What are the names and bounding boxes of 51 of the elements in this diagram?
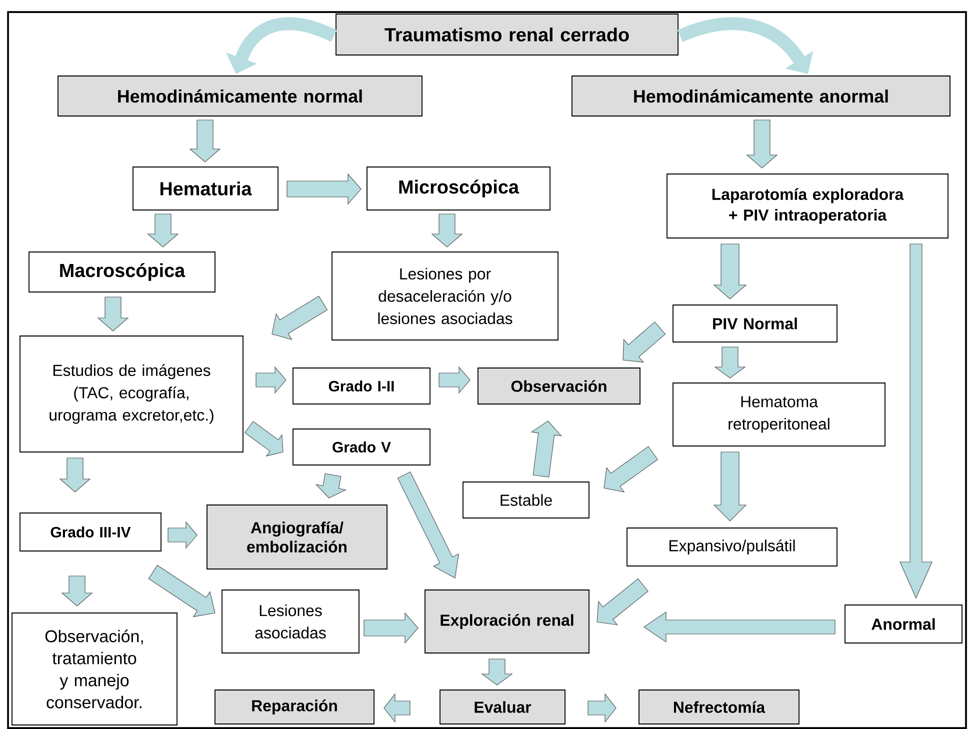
block-arrow — [364, 612, 418, 644]
highlighted-box: Angiografía/ embolización — [206, 504, 388, 570]
block-arrow — [714, 346, 746, 378]
step-box: Estudios de imágenes (TAC, ecografía, urograma excretor,etc.) — [20, 336, 244, 452]
step-box: Grado V — [292, 428, 430, 466]
step-box: Microscópica — [366, 166, 550, 210]
step-box: Lesiones asociadas — [222, 590, 360, 654]
block-arrow — [397, 472, 460, 578]
block-arrow — [596, 578, 648, 626]
highlighted-box: Exploración renal — [424, 590, 590, 654]
block-arrow — [286, 173, 362, 205]
block-arrow — [315, 473, 347, 498]
block-arrow — [622, 322, 666, 363]
block-arrow — [61, 576, 93, 606]
step-box: Grado I-II — [292, 368, 430, 404]
block-arrow — [97, 296, 129, 332]
step-box: Expansivo/pulsátil — [626, 528, 838, 566]
block-arrow — [481, 658, 513, 686]
block-arrow — [431, 214, 463, 248]
step-box: Hematoma retroperitoneal — [672, 382, 886, 446]
step-box: Anormal — [844, 604, 962, 644]
block-arrow — [746, 120, 778, 168]
block-arrow — [147, 214, 179, 248]
block-arrow — [588, 693, 616, 723]
curved-arrow — [678, 17, 814, 74]
block-arrow — [713, 452, 747, 522]
step-box: Hematuria — [132, 166, 278, 210]
highlighted-box: Observación — [478, 368, 640, 404]
step-box: Estable — [462, 482, 590, 518]
block-arrow — [530, 420, 562, 478]
block-arrow — [713, 244, 747, 300]
highlighted-box: Reparación — [214, 690, 374, 724]
block-arrow — [644, 611, 836, 643]
title-box: Traumatismo renal cerrado — [336, 14, 678, 56]
step-box: Observación, tratamiento y manejo conservador. — [12, 612, 178, 726]
step-box: Macroscópica — [28, 252, 216, 292]
highlighted-box: Evaluar — [440, 690, 566, 724]
block-arrow — [59, 458, 91, 492]
highlighted-box: Hemodinámicamente anormal — [572, 76, 950, 116]
step-box: Grado III-IV — [20, 512, 162, 552]
block-arrow — [168, 521, 198, 549]
block-arrow — [900, 244, 932, 599]
step-box: Laparotomía exploradora + PIV intraoperatoria — [666, 174, 948, 238]
step-box: Lesiones por desaceleración y/o lesiones asociadas — [332, 252, 558, 340]
block-arrow — [256, 366, 286, 394]
highlighted-box: Hemodinámicamente normal — [58, 76, 422, 116]
block-arrow — [384, 693, 410, 723]
block-arrow — [189, 120, 221, 162]
block-arrow — [438, 366, 470, 394]
step-box: PIV Normal — [672, 304, 838, 342]
highlighted-box: Nefrectomía — [638, 690, 800, 724]
